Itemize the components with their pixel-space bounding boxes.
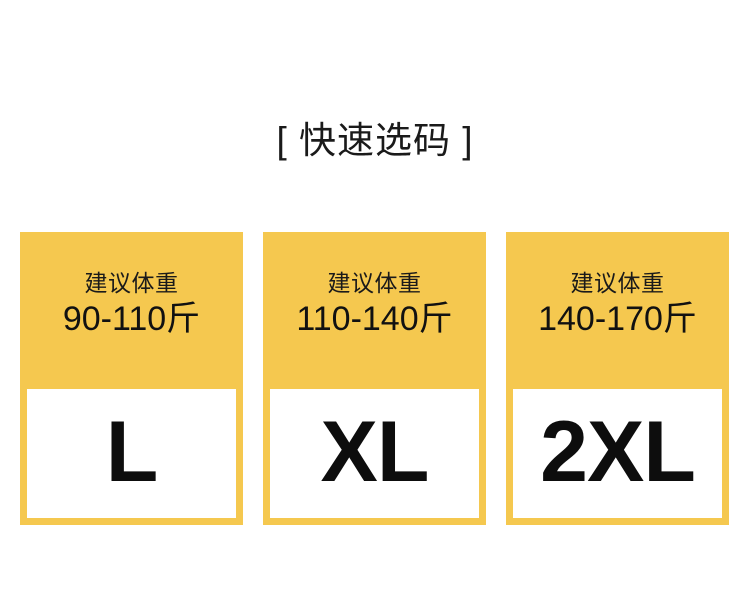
weight-label: 建议体重 bbox=[327, 270, 422, 296]
size-card-2xl[interactable]: 建议体重 140-170斤 2XL bbox=[506, 232, 729, 525]
size-label: XL bbox=[320, 403, 430, 500]
weight-label: 建议体重 bbox=[570, 270, 665, 296]
size-card-header: 建议体重 140-170斤 bbox=[506, 232, 729, 389]
size-label: 2XL bbox=[540, 403, 696, 500]
weight-range: 110-140斤 bbox=[296, 300, 453, 338]
size-label: L bbox=[105, 403, 159, 500]
size-card-header: 建议体重 110-140斤 bbox=[263, 232, 486, 389]
page-title: [ 快速选码 ] bbox=[276, 120, 474, 161]
size-card-header: 建议体重 90-110斤 bbox=[20, 232, 243, 389]
size-box[interactable]: L bbox=[27, 389, 236, 518]
weight-range: 90-110斤 bbox=[62, 300, 201, 338]
size-card-xl[interactable]: 建议体重 110-140斤 XL bbox=[263, 232, 486, 525]
size-card-list: 建议体重 90-110斤 L 建议体重 110-140斤 XL 建议体重 140… bbox=[20, 232, 729, 525]
page-title-container: [ 快速选码 ] bbox=[0, 122, 750, 159]
size-card-l[interactable]: 建议体重 90-110斤 L bbox=[20, 232, 243, 525]
weight-label: 建议体重 bbox=[84, 270, 179, 296]
weight-range: 140-170斤 bbox=[538, 300, 697, 338]
size-box[interactable]: XL bbox=[270, 389, 479, 518]
size-box[interactable]: 2XL bbox=[513, 389, 722, 518]
